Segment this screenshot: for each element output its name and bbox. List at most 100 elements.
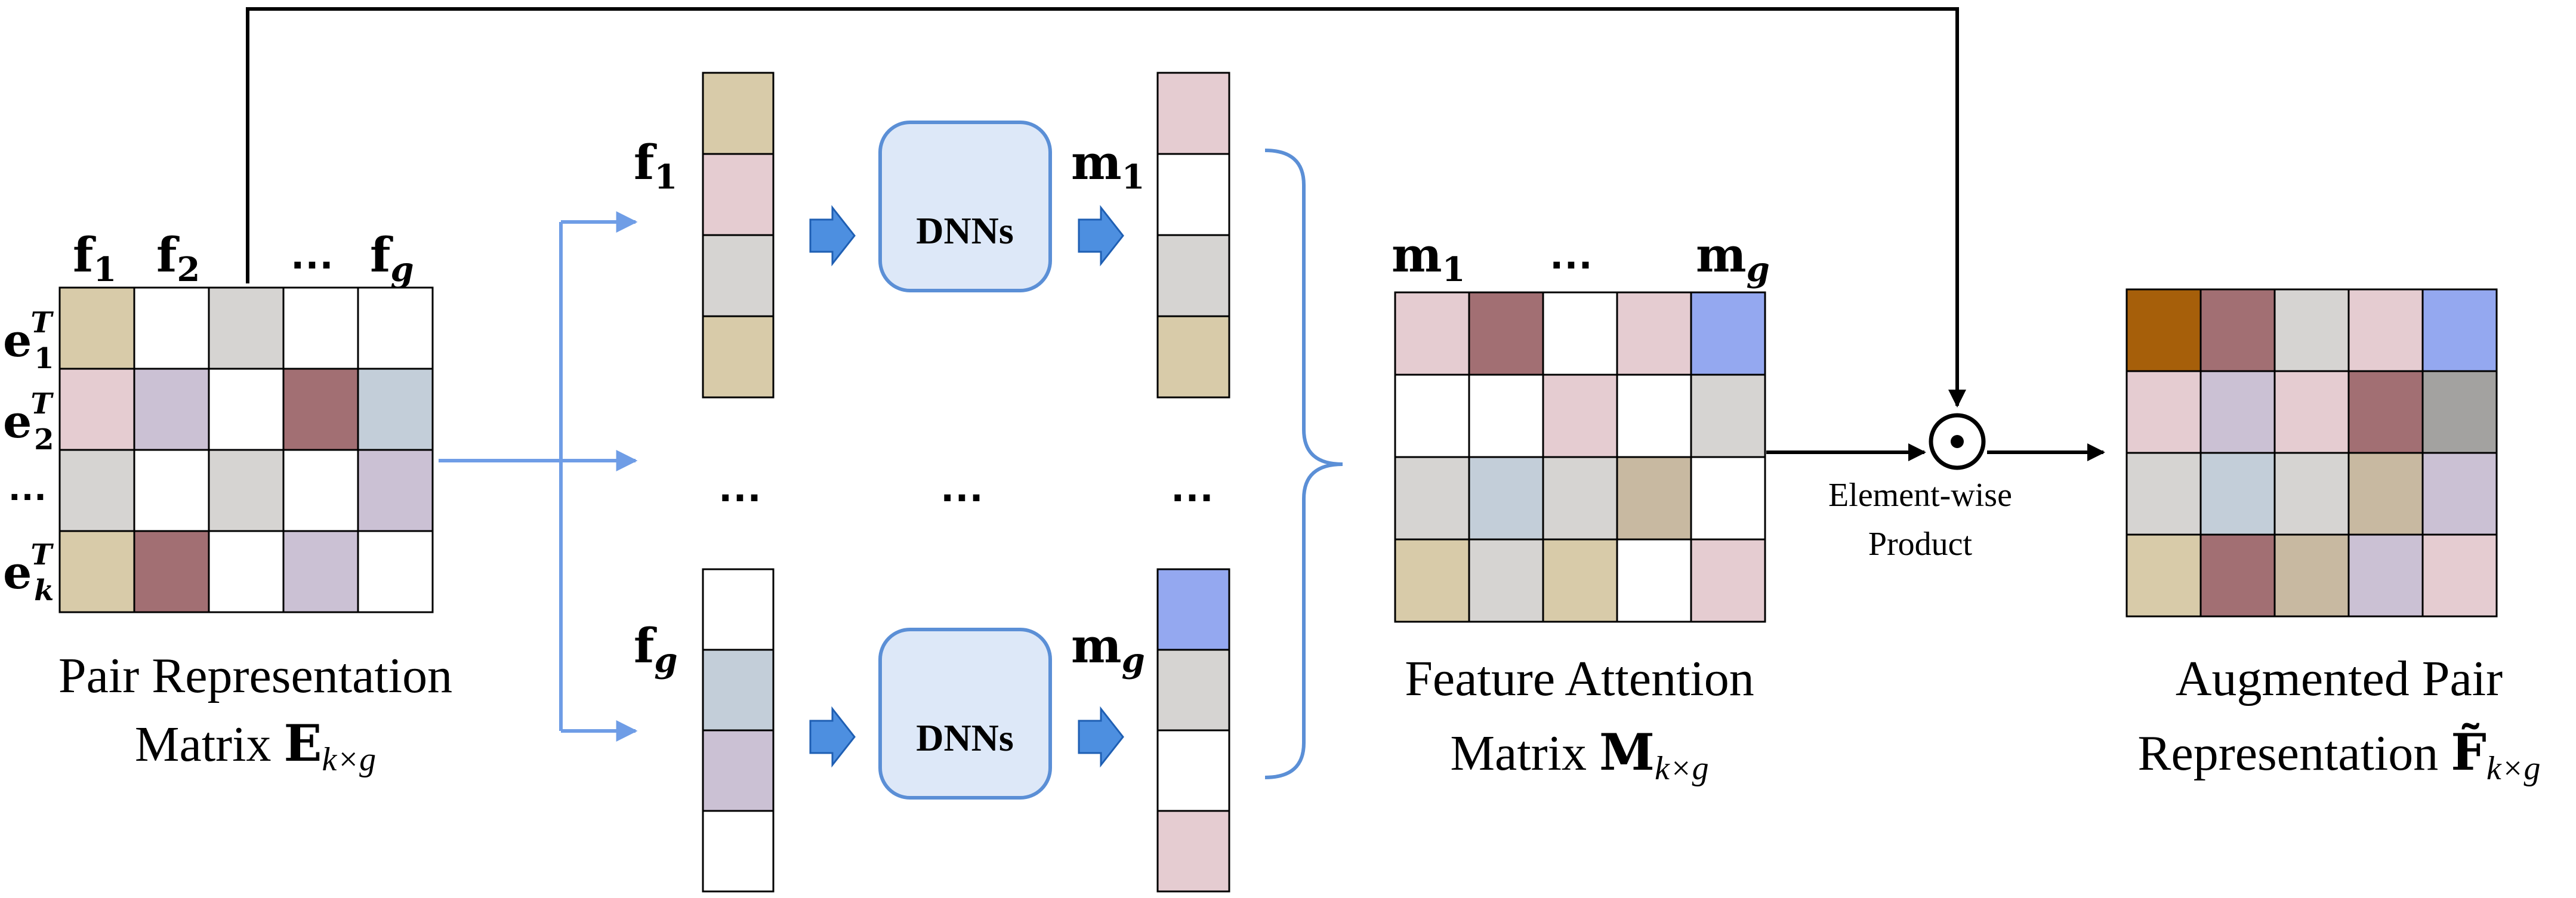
out-top-cell-r4-c1 [1156,315,1230,399]
out-top-cell-r1-c1 [1156,72,1230,155]
col-bottom-cell-r2-c1 [702,649,775,732]
m-cell-r3-c3 [1542,456,1618,541]
col-top-cell-r1-c1 [702,72,775,155]
e-cell-r1-c5 [357,286,434,370]
col-top-cell-r3-c1 [702,234,775,317]
e-col-label-dots: … [289,228,335,279]
e-cell-r3-c4 [282,449,359,532]
e-cell-r4-c5 [357,530,434,613]
e-cell-r1-c3 [208,286,285,370]
feature-column-fg [702,568,775,893]
f-cell-r2-c2 [2199,370,2276,454]
m-cell-r4-c2 [1468,538,1544,623]
e-cell-r3-c1 [58,449,135,532]
e-cell-r2-c5 [357,368,434,451]
block-arrow-in-bottom [809,706,856,768]
f-cell-r3-c1 [2125,452,2202,536]
f-cell-r4-c3 [2273,533,2350,618]
f-cell-r4-c1 [2125,533,2202,618]
elementwise-product-symbol [1929,413,1986,470]
augmented-pair-matrix [2125,288,2498,618]
m-cell-r2-c3 [1542,374,1618,458]
out-top-cell-r3-c1 [1156,234,1230,317]
block-arrow-in-top [809,205,856,267]
e-col-label-fg: fg [370,227,414,289]
pair-representation-matrix [58,286,434,613]
e-cell-r2-c3 [208,368,285,451]
m-cell-r2-c1 [1394,374,1470,458]
e-cell-r1-c2 [133,286,210,370]
m-cell-r3-c1 [1394,456,1470,541]
e-cell-r3-c3 [208,449,285,532]
m-cell-r1-c5 [1690,291,1766,376]
f-cell-r3-c3 [2273,452,2350,536]
e-caption-line2: Matrix Ek×g [135,714,376,778]
f-cell-r4-c5 [2421,533,2498,618]
m-cell-r4-c3 [1542,538,1618,623]
out-bottom-cell-r4-c1 [1156,810,1230,893]
m-cell-r2-c4 [1616,374,1692,458]
col-bottom-cell-r4-c1 [702,810,775,893]
f-cell-r4-c4 [2347,533,2424,618]
col-top-cell-r4-c1 [702,315,775,399]
m-caption-line1: Feature Attention [1405,651,1754,706]
dnn-label-bottom: DNNs [916,717,1014,759]
f-caption-line2: Representation F̃k×g [2137,723,2540,787]
dnn-box-bottom: DNNs [878,628,1052,800]
m-cell-r1-c2 [1468,291,1544,376]
e-cell-r1-c1 [58,286,135,370]
e-cell-r4-c1 [58,530,135,613]
e-cell-r4-c2 [133,530,210,613]
f-cell-r2-c1 [2125,370,2202,454]
m-cell-r3-c4 [1616,456,1692,541]
out-bottom-cell-r1-c1 [1156,568,1230,651]
dnn-label-top: DNNs [916,209,1014,252]
col-top-label: f1 [634,134,677,197]
col-bottom-label: fg [634,618,678,680]
feature-column-f1 [702,72,775,399]
attention-column-m1 [1156,72,1230,399]
product-label-line1: Element-wise [1828,477,2012,514]
m-col-label-mg: mg [1696,227,1770,289]
m-cell-r2-c2 [1468,374,1544,458]
m-cell-r3-c2 [1468,456,1544,541]
middle-dots-inputs: … [717,461,763,511]
middle-dots-dnns: … [939,461,985,511]
e-col-label-f2: f2 [156,227,200,289]
e-cell-r3-c2 [133,449,210,532]
m-cell-r4-c5 [1690,538,1766,623]
attention-column-mg [1156,568,1230,893]
f-cell-r2-c5 [2421,370,2498,454]
block-arrow-out-bottom [1078,706,1124,768]
out-top-cell-r2-c1 [1156,153,1230,236]
block-arrow-out-top [1078,205,1124,267]
f-cell-r2-c3 [2273,370,2350,454]
f-cell-r1-c2 [2199,288,2276,372]
fanout-arrows [439,211,638,742]
m-cell-r3-c5 [1690,456,1766,541]
e-row-label-dots: … [7,464,48,509]
m-cell-r1-c3 [1542,291,1618,376]
skip-connection-line [246,7,1966,408]
m-caption-line2: Matrix Mk×g [1450,723,1708,787]
e-cell-r1-c4 [282,286,359,370]
f-caption-line1: Augmented Pair [2176,651,2503,706]
f-cell-r4-c2 [2199,533,2276,618]
e-col-label-f1: f1 [73,227,116,289]
e-cell-r2-c4 [282,368,359,451]
f-cell-r3-c4 [2347,452,2424,536]
out-bottom-cell-r2-c1 [1156,649,1230,732]
m-cell-r2-c5 [1690,374,1766,458]
dnn-box-top: DNNs [878,121,1052,292]
f-cell-r3-c5 [2421,452,2498,536]
e-caption-line1: Pair Representation [58,648,452,703]
feature-attention-matrix [1394,291,1766,623]
out-bottom-cell-r3-c1 [1156,729,1230,812]
m-cell-r1-c4 [1616,291,1692,376]
col-top-cell-r2-c1 [702,153,775,236]
product-label-line2: Product [1868,526,1973,563]
